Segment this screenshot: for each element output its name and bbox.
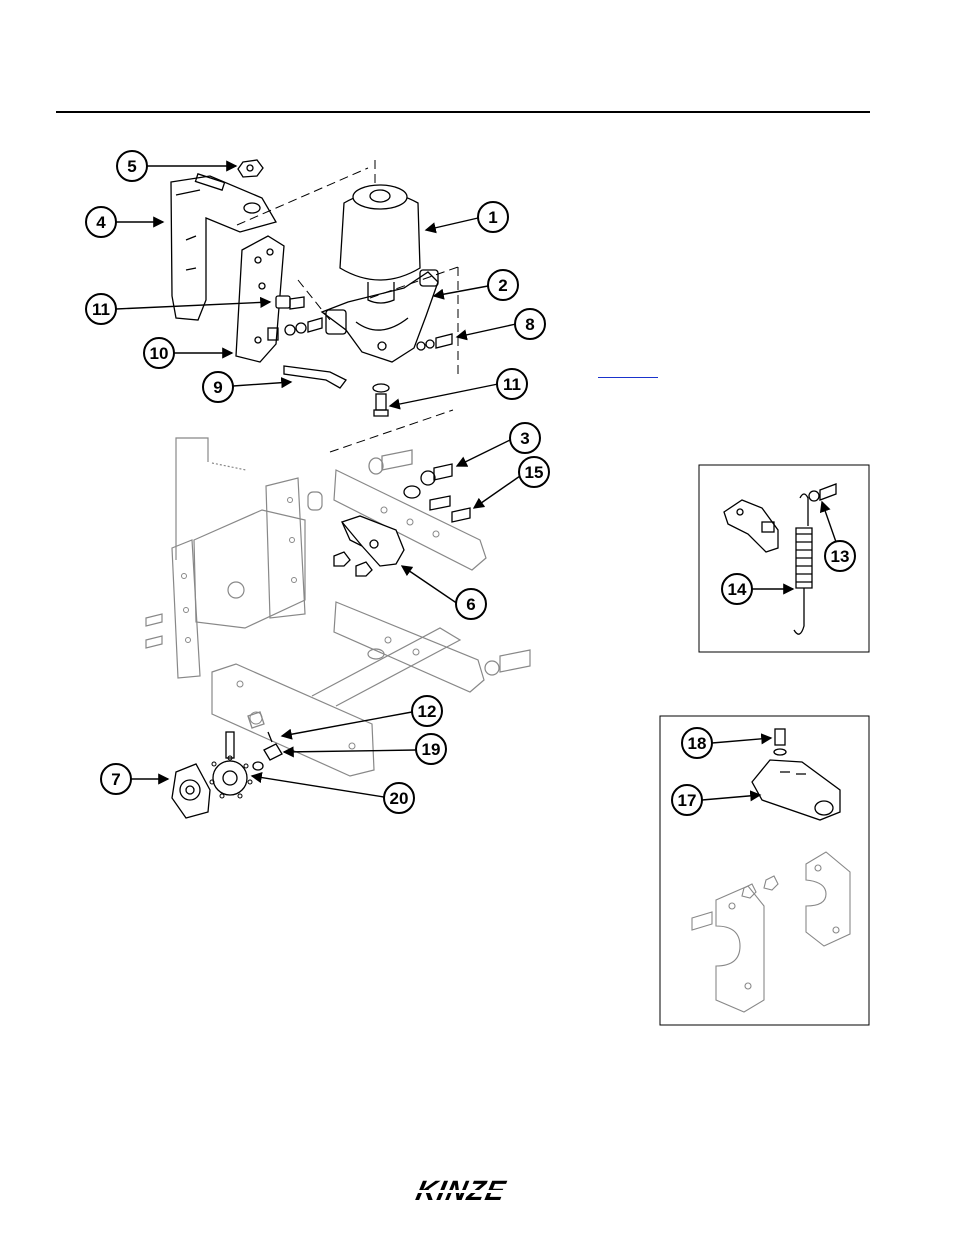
callout-leaders: [116, 166, 836, 800]
callout-20: 20: [384, 783, 414, 813]
callout-10: 10: [144, 338, 174, 368]
pivot-hardware-drawing: [334, 450, 470, 576]
logo-stripe: [404, 1190, 518, 1193]
svg-text:1: 1: [488, 208, 497, 227]
svg-text:10: 10: [150, 344, 169, 363]
callout-15: 15: [519, 457, 549, 487]
callout-12: 12: [412, 696, 442, 726]
callout-17: 17: [672, 785, 702, 815]
callout-3: 3: [510, 423, 540, 453]
callout-19: 19: [416, 734, 446, 764]
callout-11-lower: 11: [497, 369, 527, 399]
callout-8: 8: [515, 309, 545, 339]
callout-7: 7: [101, 764, 131, 794]
bearing-sprocket-drawing: [172, 712, 282, 818]
callout-9: 9: [203, 372, 233, 402]
svg-text:3: 3: [520, 429, 529, 448]
callout-6: 6: [456, 589, 486, 619]
callout-4: 4: [86, 207, 116, 237]
callout-1: 1: [478, 202, 508, 232]
svg-text:11: 11: [92, 300, 110, 319]
svg-text:12: 12: [418, 702, 437, 721]
upper-assembly-drawing: [171, 160, 458, 452]
svg-text:6: 6: [466, 595, 475, 614]
svg-text:7: 7: [111, 770, 120, 789]
kinze-logo: KINZE: [400, 1176, 522, 1206]
svg-text:9: 9: [213, 378, 222, 397]
callout-14: 14: [722, 574, 752, 604]
callout-18: 18: [682, 728, 712, 758]
svg-text:2: 2: [498, 276, 507, 295]
svg-text:4: 4: [96, 213, 106, 232]
svg-text:13: 13: [831, 547, 850, 566]
callout-13: 13: [825, 541, 855, 571]
svg-text:14: 14: [728, 580, 747, 599]
callout-5: 5: [117, 151, 147, 181]
svg-text:20: 20: [390, 789, 409, 808]
svg-text:17: 17: [678, 791, 697, 810]
svg-text:5: 5: [127, 157, 136, 176]
svg-text:8: 8: [525, 315, 534, 334]
callout-11-upper: 11: [86, 294, 116, 324]
svg-text:15: 15: [525, 463, 544, 482]
svg-text:11: 11: [503, 375, 521, 394]
inset-bracket-kit: [660, 716, 869, 1025]
svg-text:18: 18: [688, 734, 707, 753]
svg-text:19: 19: [422, 740, 441, 759]
callout-2: 2: [488, 270, 518, 300]
